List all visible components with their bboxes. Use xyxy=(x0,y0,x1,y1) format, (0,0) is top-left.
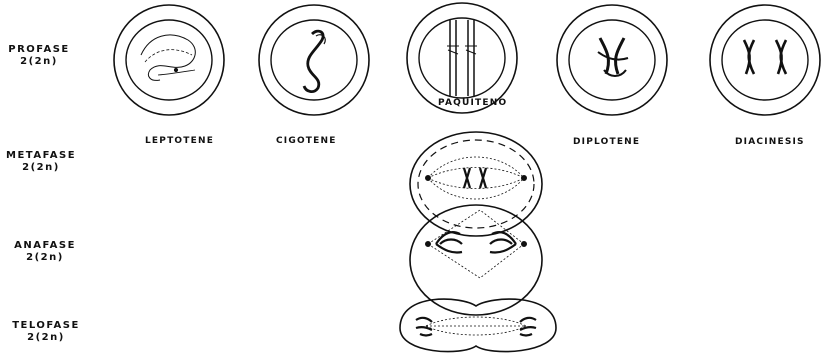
anafase-cell xyxy=(410,205,542,315)
cigotene-cell xyxy=(259,5,369,115)
diplotene-cell xyxy=(557,5,667,115)
leptotene-cell xyxy=(114,5,224,115)
diacinesis-cell xyxy=(710,5,820,115)
paquiteno-cell xyxy=(407,3,517,113)
telofase-cell xyxy=(400,299,556,352)
